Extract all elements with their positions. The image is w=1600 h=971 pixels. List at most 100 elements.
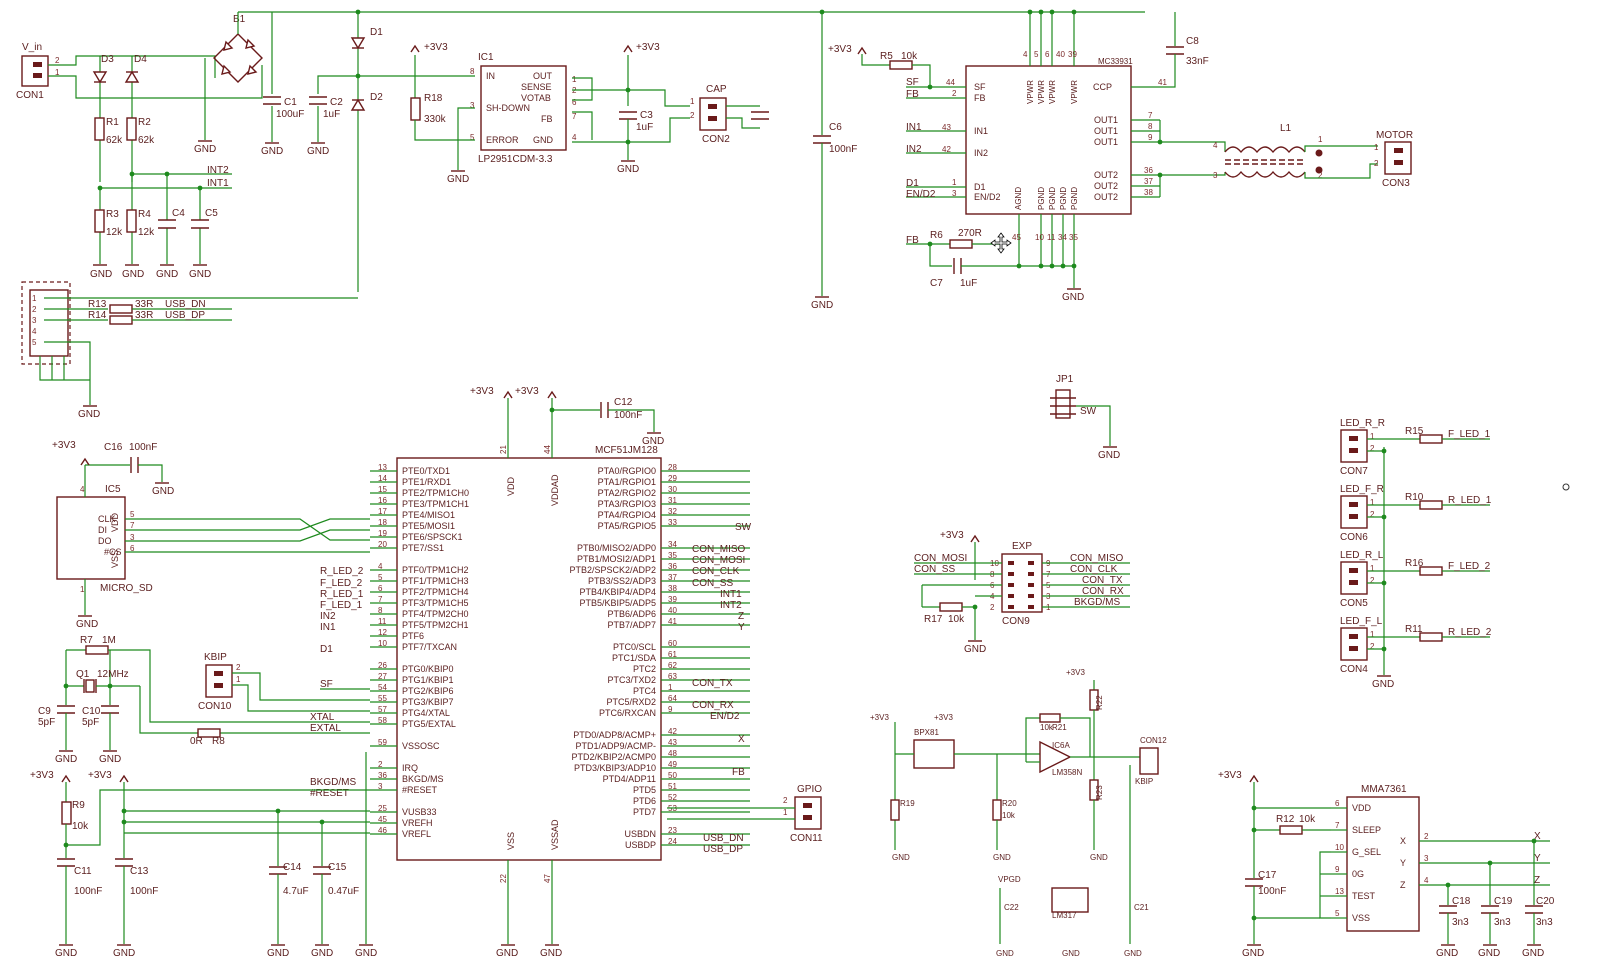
- power-section: V_in CON1 2 1 D3 D4 R1 62k R2 62k INT2 I…: [16, 9, 1145, 420]
- svg-text:ERROR: ERROR: [486, 135, 519, 145]
- svg-text:5: 5: [470, 133, 475, 142]
- svg-text:10: 10: [1035, 233, 1044, 242]
- svg-text:GND: GND: [1124, 949, 1142, 958]
- svg-text:C19: C19: [1494, 896, 1513, 907]
- con1-symbol: [21, 55, 49, 87]
- svg-text:CON_CLK: CON_CLK: [1070, 564, 1118, 575]
- svg-text:C4: C4: [172, 208, 185, 219]
- mcu-right-pin-label: PTD0/ADP8/ACMP+: [573, 730, 656, 740]
- svg-text:GND: GND: [267, 948, 289, 959]
- accel-pin-num: 13: [1335, 887, 1344, 896]
- svg-text:VDD: VDD: [110, 512, 120, 532]
- svg-text:7: 7: [130, 521, 135, 530]
- mcu-right-pin-num: 32: [668, 507, 677, 516]
- svg-text:10k: 10k: [901, 51, 918, 62]
- mcu-right-pin-num: 61: [668, 650, 677, 659]
- svg-text:38: 38: [1144, 188, 1153, 197]
- svg-text:C2: C2: [330, 97, 343, 108]
- svg-text:CAP: CAP: [706, 84, 727, 95]
- svg-text:C11: C11: [74, 866, 92, 877]
- mcu-left-pin-num: 36: [378, 771, 387, 780]
- svg-text:C18: C18: [1452, 896, 1471, 907]
- svg-text:8: 8: [470, 67, 475, 76]
- svg-text:CON9: CON9: [1002, 616, 1030, 627]
- svg-text:33R: 33R: [135, 299, 153, 310]
- mcu-right-pin-label: PTB7/ADP7: [607, 620, 656, 630]
- led-resistor-name: R15: [1405, 426, 1424, 437]
- accel-section: +3V3 MMA7361 VDD6SLEEP7G_SEL100G9TEST13V…: [1218, 770, 1555, 959]
- svg-text:INT2: INT2: [720, 600, 742, 611]
- svg-text:GND: GND: [189, 269, 211, 280]
- con3-symbol: [1384, 141, 1412, 175]
- mcu-right-pin-label: USBDN: [624, 829, 656, 839]
- accel-pin-label: 0G: [1352, 869, 1364, 879]
- led-resistor-name: R16: [1405, 558, 1424, 569]
- svg-text:3n3: 3n3: [1536, 917, 1553, 928]
- mcu-left-pin-label: PTG2/KBIP6: [402, 686, 454, 696]
- svg-text:6: 6: [130, 544, 135, 553]
- svg-text:2: 2: [952, 89, 957, 98]
- svg-text:CON_RX: CON_RX: [1082, 586, 1124, 597]
- svg-text:R6: R6: [930, 230, 943, 241]
- mcu-left-pin-label: PTE3/TPM1CH1: [402, 499, 469, 509]
- svg-text:OUT: OUT: [533, 71, 553, 81]
- svg-text:100nF: 100nF: [130, 886, 158, 897]
- led-connector-symbol: [1340, 561, 1368, 595]
- mcu-left-pin-label: PTE5/MOSI1: [402, 521, 455, 531]
- led-connector-ref: CON6: [1340, 532, 1368, 543]
- svg-text:IN: IN: [486, 71, 495, 81]
- mcu-right-pin-label: PTA4/RGPIO4: [598, 510, 656, 520]
- svg-text:6: 6: [1045, 50, 1050, 59]
- mcu-right-pin-num: 62: [668, 661, 677, 670]
- svg-text:1: 1: [1318, 135, 1323, 144]
- mcu-right-pin-label: PTA5/RGPIO5: [598, 521, 656, 531]
- svg-text:SF: SF: [974, 82, 986, 92]
- svg-text:GND: GND: [1062, 292, 1084, 303]
- mcu-left-pin-num: 4: [378, 562, 383, 571]
- svg-text:GND: GND: [540, 948, 562, 959]
- svg-text:39: 39: [1068, 50, 1077, 59]
- con11-symbol: [794, 796, 822, 830]
- svg-text:VPWR: VPWR: [1070, 80, 1079, 104]
- led-connector-name: LED_R_R: [1340, 418, 1385, 429]
- mcu-right-pin-num: 36: [668, 562, 677, 571]
- mcu-right-pin-num: 23: [668, 826, 677, 835]
- svg-text:GND: GND: [964, 644, 986, 655]
- svg-text:7: 7: [572, 112, 577, 121]
- mcu-right-pin-label: PTD5: [633, 785, 656, 795]
- con1-ref: CON1: [16, 90, 44, 101]
- mcu-right-pin-label: PTC6/RXCAN: [599, 708, 656, 718]
- mcu-left-pin-label: #RESET: [402, 785, 438, 795]
- accel-pin-num: 7: [1335, 821, 1340, 830]
- svg-text:IN1: IN1: [974, 126, 988, 136]
- svg-text:GND: GND: [90, 269, 112, 280]
- svg-text:R22: R22: [1095, 695, 1104, 710]
- svg-text:45: 45: [1012, 233, 1021, 242]
- svg-text:1: 1: [1374, 143, 1379, 152]
- svg-text:GND: GND: [617, 164, 639, 175]
- svg-text:Z: Z: [738, 611, 744, 622]
- svg-text:GND: GND: [1098, 450, 1120, 461]
- mcu-left-pin-label: PTF3/TPM1CH5: [402, 598, 469, 608]
- svg-text:MICRO_SD: MICRO_SD: [100, 583, 153, 594]
- mcu-left-pin-label: PTG1/KBIP1: [402, 675, 454, 685]
- svg-text:VPWR: VPWR: [1026, 80, 1035, 104]
- svg-text:R_LED_1: R_LED_1: [320, 589, 364, 600]
- accel-pin-num: 10: [1335, 843, 1344, 852]
- led-net-label: F_LED_2: [1448, 561, 1491, 572]
- svg-text:1: 1: [572, 75, 577, 84]
- svg-text:C17: C17: [1258, 870, 1277, 881]
- mcu-right-pin-num: 29: [668, 474, 677, 483]
- mcu-right-pin-label: PTB6/ADP6: [607, 609, 656, 619]
- svg-text:11: 11: [1047, 233, 1056, 242]
- mcu-name: MCF51JM128: [595, 445, 658, 456]
- mcu-left-pin-label: IRQ: [402, 763, 418, 773]
- mcu-right-pin-num: 52: [668, 793, 677, 802]
- mcf51jm128-chip: [396, 457, 662, 861]
- svg-text:SENSE: SENSE: [521, 82, 552, 92]
- mcu-right-pin-num: 38: [668, 584, 677, 593]
- mcu-left-pin-label: VUSB33: [402, 807, 437, 817]
- svg-text:9: 9: [1148, 133, 1153, 142]
